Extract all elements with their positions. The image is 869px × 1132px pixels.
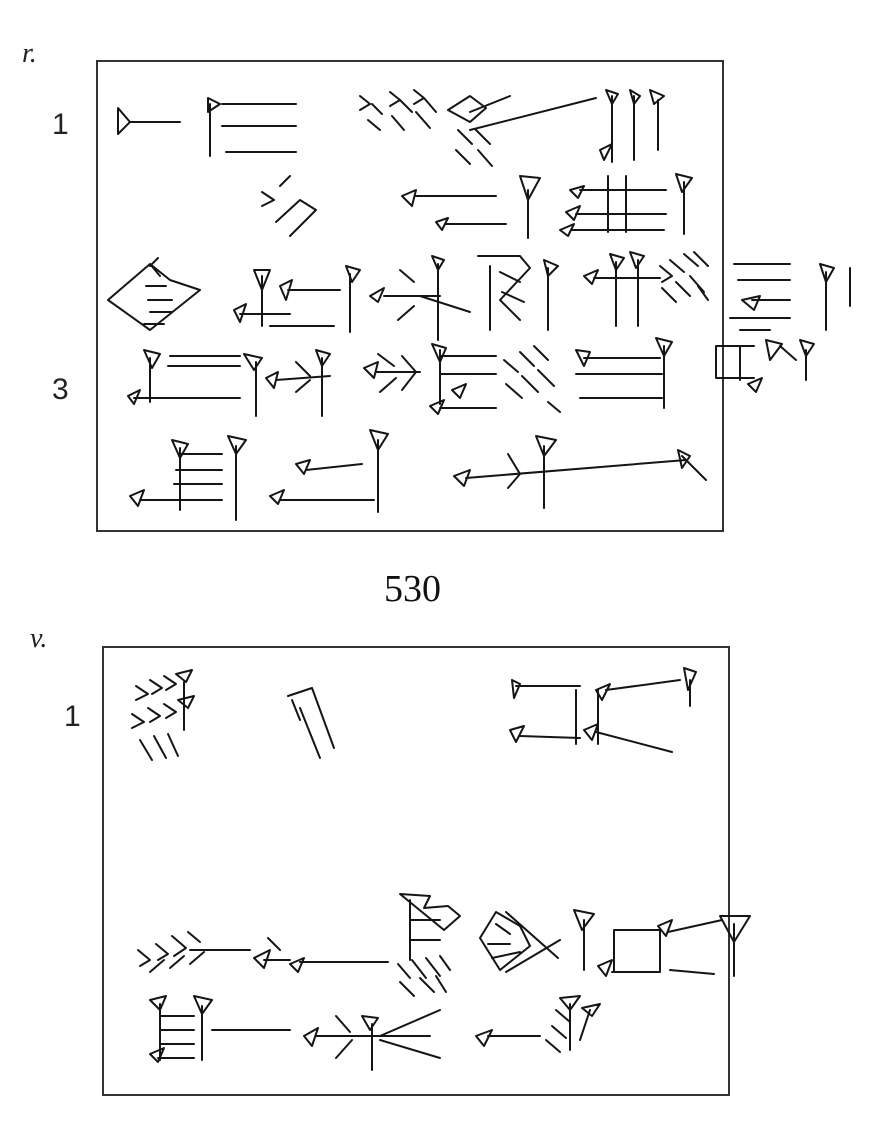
tablet-number: 530 [384,568,441,610]
obverse-face-frame [96,60,724,532]
reverse-line-number-1: 1 [64,700,81,733]
obverse-cuneiform-drawing [107,89,851,521]
obverse-line-number-1: 1 [52,108,69,141]
obverse-side-label: r. [22,38,37,69]
obverse-line-number-3: 3 [52,373,69,406]
reverse-face-frame [102,646,730,1096]
reverse-side-label: v. [30,623,48,654]
